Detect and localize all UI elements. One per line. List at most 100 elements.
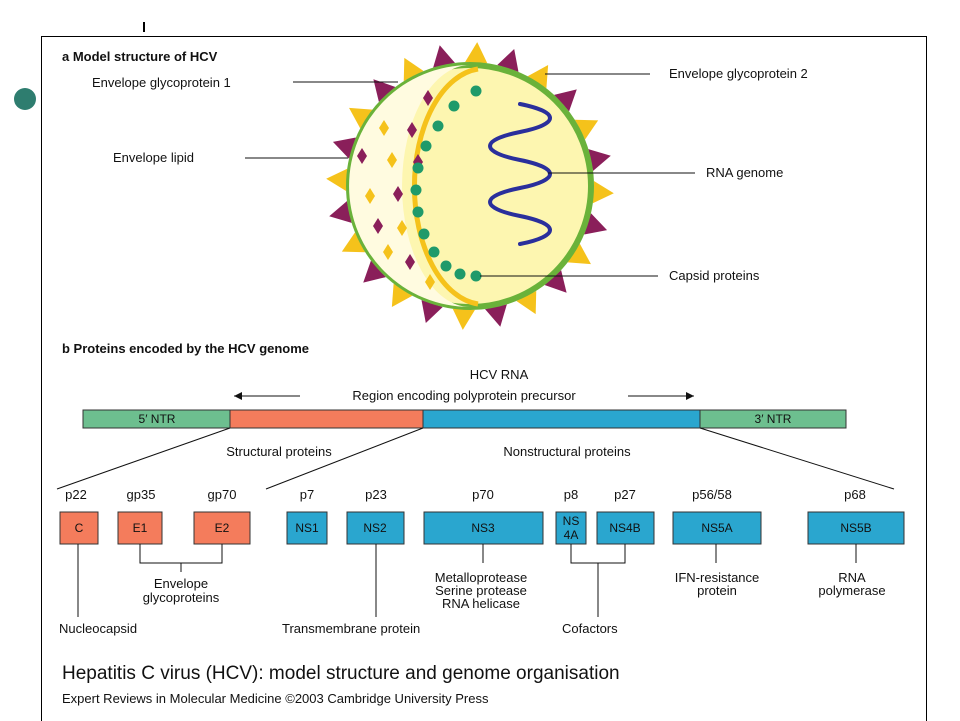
protein-ns4a-label-line2: 4A (564, 528, 579, 542)
glycoprotein-2-spike (588, 149, 611, 171)
protein-box-ns4a (555, 511, 587, 545)
protein-ns4b-label: NS4B (609, 521, 640, 535)
figure-caption: Hepatitis C virus (HCV): model structure… (62, 663, 620, 684)
panel-a-title: a Model structure of HCV (62, 49, 218, 64)
lipid-diamond (393, 186, 403, 202)
glycoprotein-1-spike (452, 308, 475, 330)
protein-c-label: C (75, 521, 84, 535)
protein-box-e2 (193, 511, 251, 545)
function-rna-pol-1: RNA (838, 570, 866, 585)
segment-5-ntr-label: 5′ NTR (139, 412, 176, 426)
envelope-lipid-region (349, 65, 470, 307)
capsid-protein-dot (418, 228, 430, 240)
glycoprotein-1-spike (326, 168, 348, 191)
capsid-protein-dot (470, 85, 482, 97)
segment-3-ntr-label: 3′ NTR (755, 412, 792, 426)
arrowhead-right (686, 392, 694, 400)
lipid-diamond (357, 148, 367, 164)
glycoprotein-2-spike (584, 213, 608, 235)
protein-ns3-label: NS3 (471, 521, 495, 535)
function-ns3-2: Serine protease (435, 583, 527, 598)
capsid-protein-dot (410, 184, 422, 196)
glycoprotein-2-spike (485, 304, 507, 327)
protein-e1-label: E1 (133, 521, 148, 535)
function-rna-pol-2: polymerase (818, 583, 885, 598)
capsid-protein-dot (448, 100, 460, 112)
glycoprotein-1-spike (341, 232, 366, 253)
fan-line (265, 427, 424, 490)
glycoprotein-2-spike (433, 45, 455, 68)
function-envelope-1: Envelope (154, 576, 208, 591)
glycoprotein-1-spike (592, 181, 614, 204)
glycoprotein-1-spike (465, 42, 488, 64)
size-c: p22 (65, 487, 87, 502)
capsid-protein-dot (440, 260, 452, 272)
fan-line (56, 427, 231, 490)
glycoprotein-1-spike (574, 119, 599, 140)
glycoprotein-2-spike (554, 89, 577, 112)
capsid-protein-dot (412, 162, 424, 174)
capsid-protein-dot (432, 120, 444, 132)
segment-structural (229, 409, 424, 429)
lipid-diamond (383, 244, 393, 260)
arrowhead-left (234, 392, 242, 400)
protein-e2-label: E2 (215, 521, 230, 535)
size-e1: gp35 (127, 487, 156, 502)
glycoprotein-2-spike (329, 201, 352, 223)
lipid-diamond (365, 188, 375, 204)
lipid-diamond (373, 218, 383, 234)
capsid-protein-dot (470, 270, 482, 282)
function-ifn-2: protein (697, 583, 737, 598)
label-envelope-glycoprotein-2: Envelope glycoprotein 2 (669, 66, 808, 81)
capsid-protein-dot (420, 140, 432, 152)
label-envelope-lipid: Envelope lipid (113, 150, 194, 165)
glycoprotein-1-spike (516, 290, 537, 315)
slide-tick-mark (143, 22, 145, 32)
panel-b-title: b Proteins encoded by the HCV genome (62, 341, 309, 356)
nonstructural-proteins-label: Nonstructural proteins (503, 444, 631, 459)
function-envelope-2: glycoproteins (143, 590, 220, 605)
figure-credit: Expert Reviews in Molecular Medicine ©20… (62, 691, 489, 706)
connector-cofactors (570, 544, 626, 617)
glycoprotein-1-spike (403, 57, 424, 82)
structural-proteins-label: Structural proteins (226, 444, 332, 459)
region-label: Region encoding polyprotein precursor (352, 388, 576, 403)
size-ns1: p7 (300, 487, 314, 502)
protein-box-e1 (117, 511, 163, 545)
capsid-dots (410, 85, 482, 282)
lipid-diamond (423, 90, 433, 106)
function-transmembrane: Transmembrane protein (282, 621, 420, 636)
glycoprotein-1-spike (391, 283, 413, 307)
slide-bullet (14, 88, 36, 110)
size-ns4b: p27 (614, 487, 636, 502)
segment-nonstructural (422, 409, 701, 429)
function-ns3-1: Metalloprotease (435, 570, 528, 585)
protein-box-ns5a (672, 511, 762, 545)
size-ns4a: p8 (564, 487, 578, 502)
label-rna-genome: RNA genome (706, 165, 783, 180)
glycoprotein-1-spike (527, 65, 549, 89)
lipid-diamond (425, 274, 435, 290)
size-ns2: p23 (365, 487, 387, 502)
protein-ns4a-label-line1: NS (563, 514, 580, 528)
lipid-diamond (407, 122, 417, 138)
function-nucleocapsid: Nucleocapsid (59, 621, 137, 636)
glycoprotein-2-spike (363, 260, 386, 283)
protein-ns2-label: NS2 (363, 521, 387, 535)
lipid-diamond (387, 152, 397, 168)
glycoprotein-1-spike (349, 107, 373, 129)
capsid-protein-dot (412, 206, 424, 218)
size-ns3: p70 (472, 487, 494, 502)
fan-line (699, 427, 895, 490)
protein-box-ns2 (346, 511, 405, 545)
glycoprotein-spikes (326, 42, 614, 330)
capsid-protein-dot (428, 246, 440, 258)
capsid-protein-dot (454, 268, 466, 280)
glycoprotein-2-spike (373, 79, 396, 102)
label-envelope-glycoprotein-1: Envelope glycoprotein 1 (92, 75, 231, 90)
rna-genome-strand (488, 102, 552, 246)
lipid-diamond (397, 220, 407, 236)
protein-box-ns1 (286, 511, 328, 545)
size-e2: gp70 (208, 487, 237, 502)
